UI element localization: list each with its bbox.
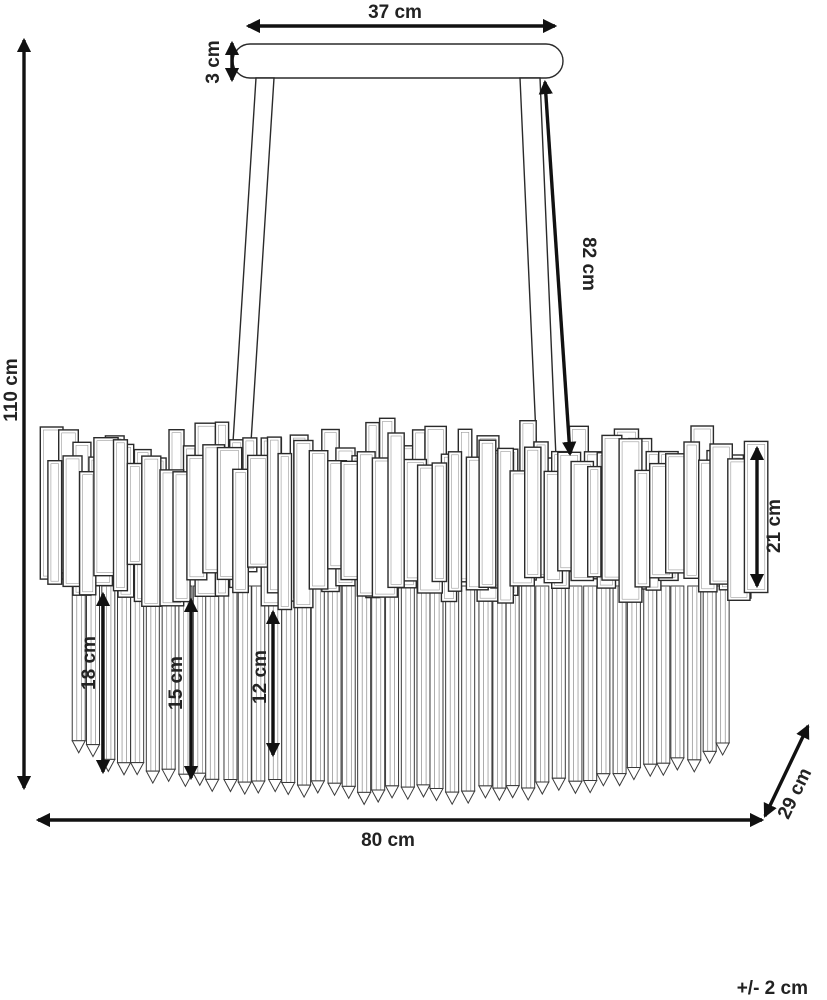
crystal-drop — [429, 585, 444, 802]
crystal-bar-facet — [250, 458, 266, 565]
crystal-drop — [686, 585, 702, 773]
crystal-drop — [204, 585, 220, 793]
crystal-bar-facet — [116, 442, 125, 588]
crystal-bar-facet — [390, 435, 402, 585]
rod-length-arrow — [538, 79, 577, 457]
crystal-drop — [444, 585, 460, 806]
crystal-bar-facet — [82, 474, 94, 593]
crystal-drop — [384, 585, 400, 799]
rod-length-label: 82 cm — [578, 237, 599, 291]
crystal-bar-facet — [527, 449, 539, 575]
crystal-drop — [116, 585, 132, 776]
tolerance-note: +/- 2 cm — [737, 978, 808, 999]
depth-label: 29 cm — [774, 765, 816, 823]
crystal-bar-facet — [130, 466, 140, 562]
crystal-drop — [237, 585, 253, 796]
crystal-bar-facet — [280, 456, 289, 607]
crystal-bar-facet — [481, 442, 494, 585]
crystal-bar — [524, 446, 542, 579]
crystal-bar-facet — [451, 454, 459, 589]
crystal-drop — [250, 585, 266, 795]
crystal-drop — [702, 585, 718, 765]
crystal-drop — [642, 585, 658, 778]
crystal-drop — [670, 585, 685, 771]
crystal-bar-facet — [686, 444, 697, 576]
crystal-drop — [145, 585, 161, 785]
crystal-bar-facet — [311, 453, 326, 587]
ceiling-canopy — [232, 43, 564, 79]
crystal-bar-facet — [235, 471, 246, 590]
crystal-drop — [192, 585, 208, 787]
crystal-inner-label: 12 cm — [250, 650, 271, 704]
canopy-width-label: 37 cm — [368, 2, 422, 23]
crystal-drop — [129, 585, 145, 776]
upper-tier-height-label: 21 cm — [764, 499, 785, 553]
crystal-drop — [370, 585, 386, 804]
crystal-outer-label: 18 cm — [79, 636, 100, 690]
crystal-drop — [223, 585, 238, 793]
crystal-drop — [520, 585, 536, 802]
crystal-bar — [112, 439, 129, 592]
canopy-height-label: 3 cm — [203, 40, 224, 83]
dimension-arrows — [16, 18, 810, 828]
crystal-bar — [634, 469, 651, 588]
crystal-drop — [478, 585, 493, 799]
crystal-drop — [327, 585, 342, 797]
crystal-drop — [715, 585, 730, 757]
crystal-middle-label: 15 cm — [166, 656, 187, 710]
crystal-bar — [587, 465, 602, 578]
crystal-bar-facet — [50, 463, 59, 582]
crystal-drop — [71, 585, 87, 754]
crystal-drop — [460, 585, 476, 805]
crystal-bar — [683, 441, 701, 580]
crystal-drop — [310, 585, 326, 794]
crystal-drops — [71, 585, 730, 806]
crystal-bar-facet — [590, 469, 599, 575]
crystal-drop — [568, 585, 583, 795]
crystal-bar — [126, 462, 144, 566]
suspension-rods — [231, 77, 557, 459]
crystal-drop — [400, 585, 416, 801]
crystal-drop — [551, 585, 567, 792]
crystal-drop — [492, 585, 507, 802]
crystal-bar — [447, 451, 463, 592]
crystal-drop — [416, 585, 431, 798]
crystal-drop — [341, 585, 357, 800]
crystal-drop — [280, 585, 296, 796]
crystal-bar — [277, 452, 293, 611]
crystal-bar — [232, 468, 250, 594]
crystal-bar — [387, 432, 405, 589]
depth-arrow — [763, 724, 810, 818]
crystal-drop — [655, 585, 671, 777]
crystal-drop — [582, 585, 598, 794]
crystal-drop — [612, 585, 627, 787]
crystal-bar — [47, 460, 63, 585]
crystal-drop — [534, 585, 550, 796]
crystal-drop — [296, 585, 312, 799]
total-width-label: 80 cm — [361, 830, 415, 851]
crystal-bar — [431, 462, 448, 583]
crystal-bar-facet — [747, 444, 766, 590]
crystal-drop — [596, 585, 611, 787]
crystal-bar-facet — [144, 458, 159, 604]
crystal-drop — [505, 585, 520, 799]
crystal-bar-facet — [434, 465, 444, 579]
crystal-drop — [626, 585, 642, 781]
total-height-label: 110 cm — [1, 358, 22, 421]
upper-crystal-tier — [39, 417, 769, 611]
crystal-bar — [478, 439, 497, 589]
chandelier-illustration — [39, 43, 769, 806]
crystal-bar-facet — [637, 473, 648, 585]
crystal-drop — [356, 585, 372, 806]
